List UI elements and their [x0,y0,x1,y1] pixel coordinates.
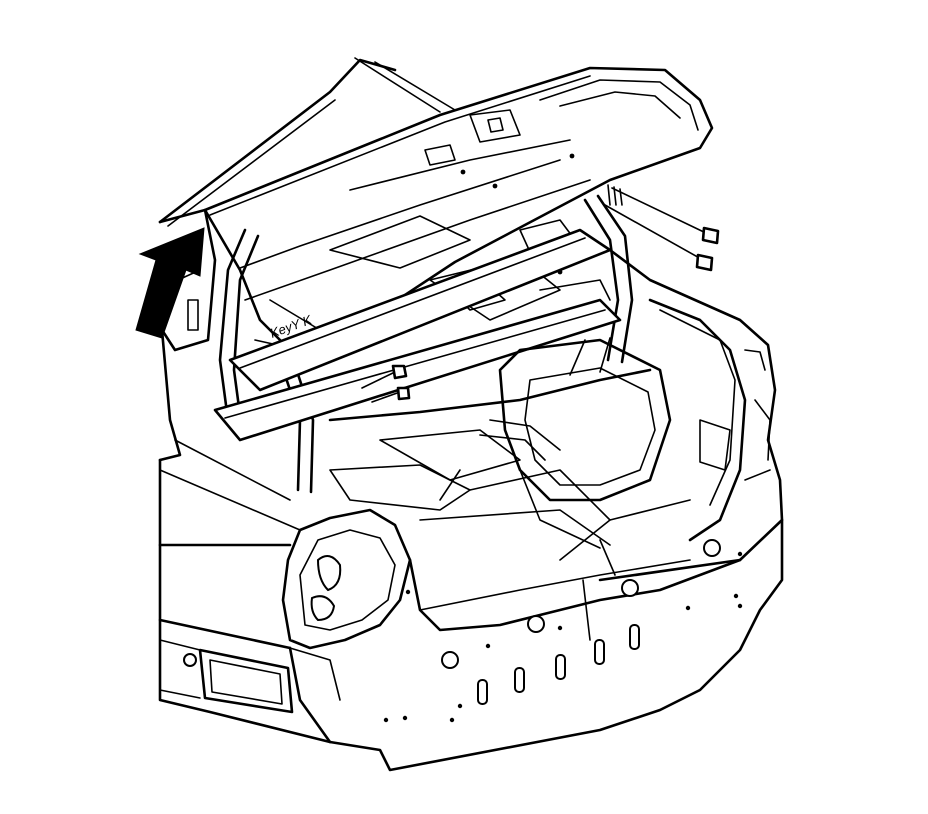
rear-window [158,57,456,227]
left-bumper-pocket [159,639,294,714]
left-body-side [158,208,332,744]
bolt-icon [371,386,411,403]
lift-arrow-icon [135,227,205,339]
right-rear-quarter [598,248,784,582]
spare-wheel-well [479,337,672,502]
left-tail-pocket [281,508,412,650]
hinge-struts [218,194,634,494]
trunk-lid [203,66,714,362]
bolt-icon [604,204,714,272]
rear-panel [183,499,784,772]
cross-rail [213,228,622,442]
bolt-icon [611,187,720,245]
bolt-icon [361,364,408,389]
rail-bolts [361,364,411,403]
lid-bolts [604,184,720,272]
